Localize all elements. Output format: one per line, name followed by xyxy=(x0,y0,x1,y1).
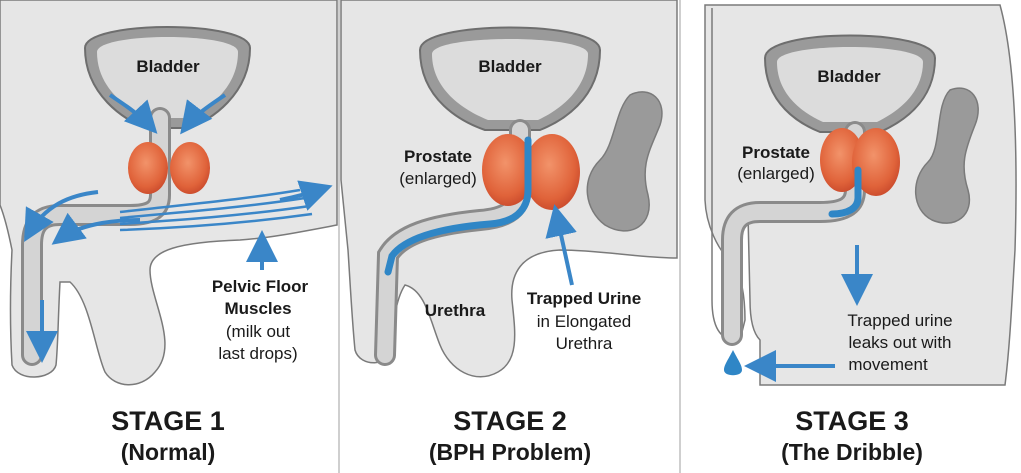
stage-subtitle: (BPH Problem) xyxy=(429,439,591,465)
prostate-label: Prostate xyxy=(742,143,810,162)
stage-subtitle: (Normal) xyxy=(121,439,216,465)
flow-arrow xyxy=(24,190,99,242)
bladder-label: Bladder xyxy=(136,57,200,76)
leak-note-1: Trapped urine xyxy=(847,311,952,330)
stage-title: STAGE 1 xyxy=(111,406,225,436)
bladder-label: Bladder xyxy=(478,57,542,76)
panel-stage-1: Bladder Pelvic Floor Muscles (milk out l… xyxy=(0,0,338,473)
trapped-urine xyxy=(828,166,862,218)
stage-title: STAGE 2 xyxy=(453,406,567,436)
leak-note-3: movement xyxy=(848,355,928,374)
flow-arrow xyxy=(51,212,141,245)
prostate-note: (enlarged) xyxy=(399,169,477,188)
muscle-label-2: Muscles xyxy=(224,299,291,318)
trapped-label: Trapped Urine xyxy=(527,289,641,308)
prostate-note: (enlarged) xyxy=(737,164,815,183)
prostate-icon xyxy=(128,142,168,194)
flow-arrow xyxy=(180,93,227,135)
muscle-label-1: Pelvic Floor xyxy=(212,277,309,296)
panel-stage-2: Bladder Prostate (enlarged) Urethra Trap… xyxy=(340,0,678,473)
trapped-urine xyxy=(384,136,532,276)
flow-arrow xyxy=(279,180,333,211)
trapped-note-2: Urethra xyxy=(556,334,613,353)
trapped-note-1: in Elongated xyxy=(537,312,632,331)
droplet-icon xyxy=(724,350,742,376)
prostate-icon xyxy=(820,128,864,192)
trapped-arrow xyxy=(545,204,577,286)
urethra-label: Urethra xyxy=(425,301,486,320)
panel-stage-3: Bladder Prostate (enlarged) Trapped urin… xyxy=(682,0,1021,473)
prostate-icon xyxy=(482,134,534,206)
leak-note-2: leaks out with xyxy=(849,333,952,352)
muscle-note-2: last drops) xyxy=(218,344,297,363)
bladder-label: Bladder xyxy=(817,67,881,86)
stage-title: STAGE 3 xyxy=(795,406,909,436)
stage-subtitle: (The Dribble) xyxy=(781,439,923,465)
muscle-note-1: (milk out xyxy=(226,322,291,341)
prostate-label: Prostate xyxy=(404,147,472,166)
flow-arrow xyxy=(108,93,158,134)
